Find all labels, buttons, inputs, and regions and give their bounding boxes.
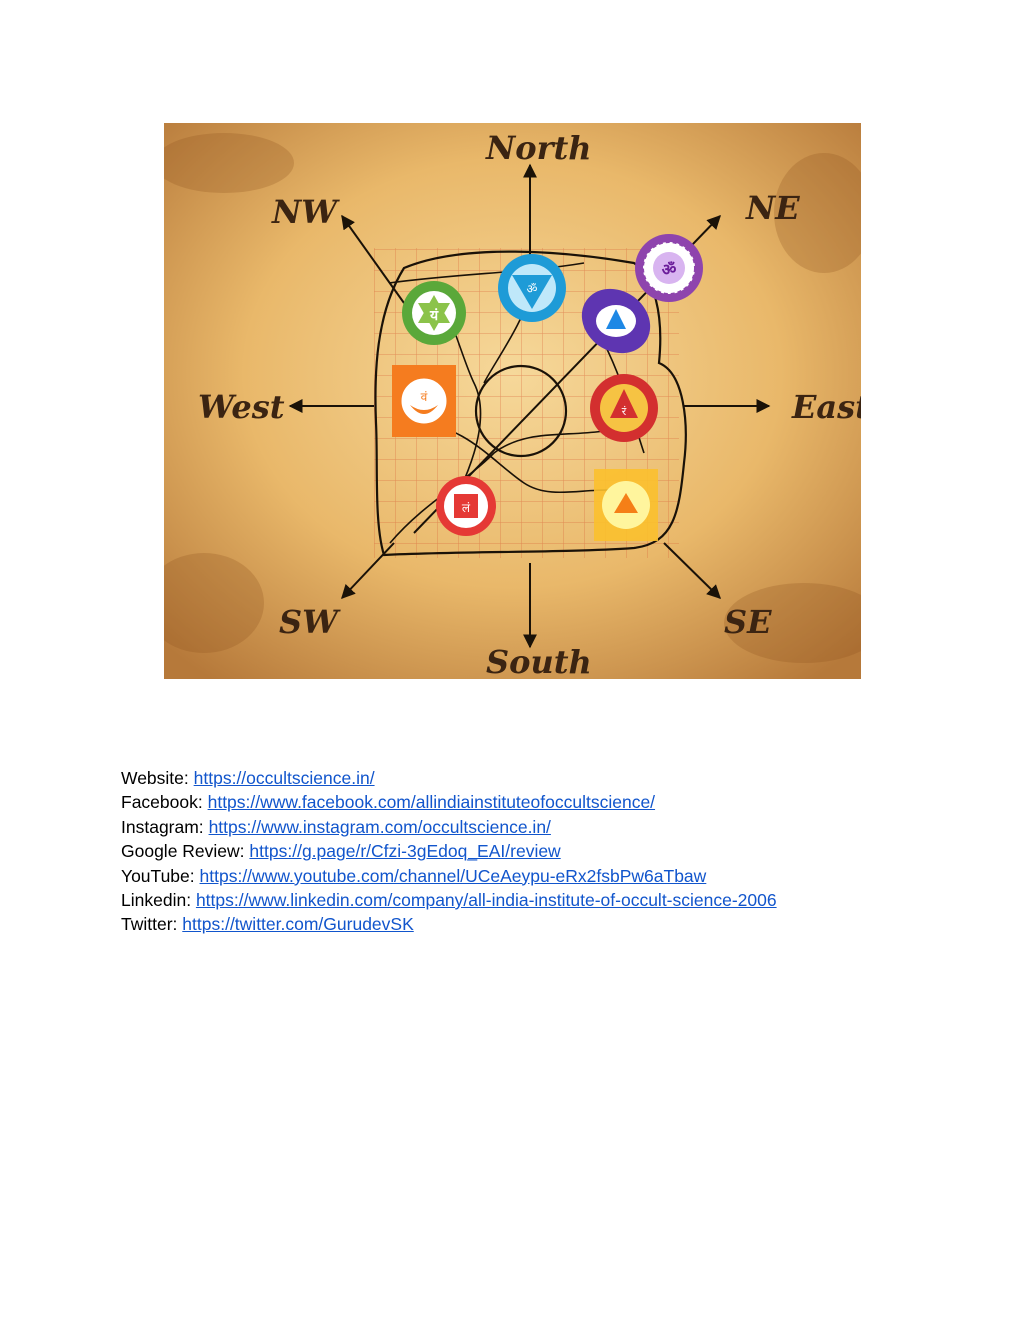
google-review-link[interactable]: https://g.page/r/Cfzi-3gEdoq_EAI/review: [249, 841, 561, 862]
link-row-google-review: Google Review: https://g.page/r/Cfzi-3gE…: [121, 839, 1001, 863]
svg-text:यं: यं: [429, 307, 439, 323]
link-row-twitter: Twitter: https://twitter.com/GurudevSK: [121, 912, 1001, 936]
svg-text:ॐ: ॐ: [527, 282, 538, 296]
label-nw: NW: [271, 193, 340, 231]
sacral-chakra-icon: वं: [392, 365, 456, 437]
throat-chakra-icon: ॐ: [498, 254, 566, 322]
link-row-website: Website: https://occultscience.in/: [121, 766, 1001, 790]
label-south: South: [486, 643, 592, 679]
label-ne: NE: [745, 189, 800, 227]
label-se: SE: [724, 603, 772, 641]
label-north: North: [485, 129, 592, 167]
house-outline: [374, 250, 687, 557]
svg-text:वं: वं: [421, 390, 428, 404]
label-sw: SW: [279, 603, 341, 641]
link-row-instagram: Instagram: https://www.instagram.com/occ…: [121, 815, 1001, 839]
manipura-chakra-icon: [594, 469, 658, 541]
facebook-link[interactable]: https://www.facebook.com/allindiainstitu…: [207, 792, 656, 813]
website-label: Website:: [121, 768, 189, 788]
website-link[interactable]: https://occultscience.in/: [193, 768, 375, 788]
youtube-label: YouTube:: [121, 865, 195, 886]
instagram-label: Instagram:: [121, 816, 204, 837]
label-west: West: [198, 388, 285, 426]
linkedin-link[interactable]: https://www.linkedin.com/company/all-ind…: [195, 890, 777, 911]
google-review-label: Google Review:: [121, 841, 245, 862]
root-chakra-icon: लं: [436, 476, 496, 536]
third-eye-chakra-icon: [581, 288, 651, 354]
instagram-link[interactable]: https://www.instagram.com/occultscience.…: [208, 816, 551, 837]
arrow-nw: [341, 214, 405, 304]
youtube-link[interactable]: https://www.youtube.com/channel/UCeAeypu…: [199, 865, 707, 886]
link-row-linkedin: Linkedin: https://www.linkedin.com/compa…: [121, 888, 1001, 912]
solar-plexus-chakra-icon: रं: [590, 374, 658, 442]
arrow-se: [663, 542, 721, 599]
center-circle: [474, 364, 568, 458]
social-links-section: Website: https://occultscience.in/ Faceb…: [121, 766, 1001, 937]
svg-text:लं: लं: [462, 501, 471, 515]
facebook-label: Facebook:: [121, 792, 203, 813]
link-row-facebook: Facebook: https://www.facebook.com/allin…: [121, 790, 1001, 814]
crown-chakra-icon: ॐ: [635, 234, 703, 302]
vastu-chakra-compass-image: North South East West NE NW SE SW यं ॐ ॐ: [164, 123, 861, 679]
link-row-youtube: YouTube: https://www.youtube.com/channel…: [121, 864, 1001, 888]
label-east: East: [791, 388, 861, 426]
twitter-link[interactable]: https://twitter.com/GurudevSK: [182, 914, 414, 935]
linkedin-label: Linkedin:: [121, 890, 192, 911]
svg-text:रं: रं: [622, 405, 627, 418]
arrow-sw: [341, 542, 395, 600]
heart-chakra-icon: यं: [402, 281, 466, 345]
twitter-label: Twitter:: [121, 914, 178, 935]
svg-text:ॐ: ॐ: [662, 261, 677, 279]
